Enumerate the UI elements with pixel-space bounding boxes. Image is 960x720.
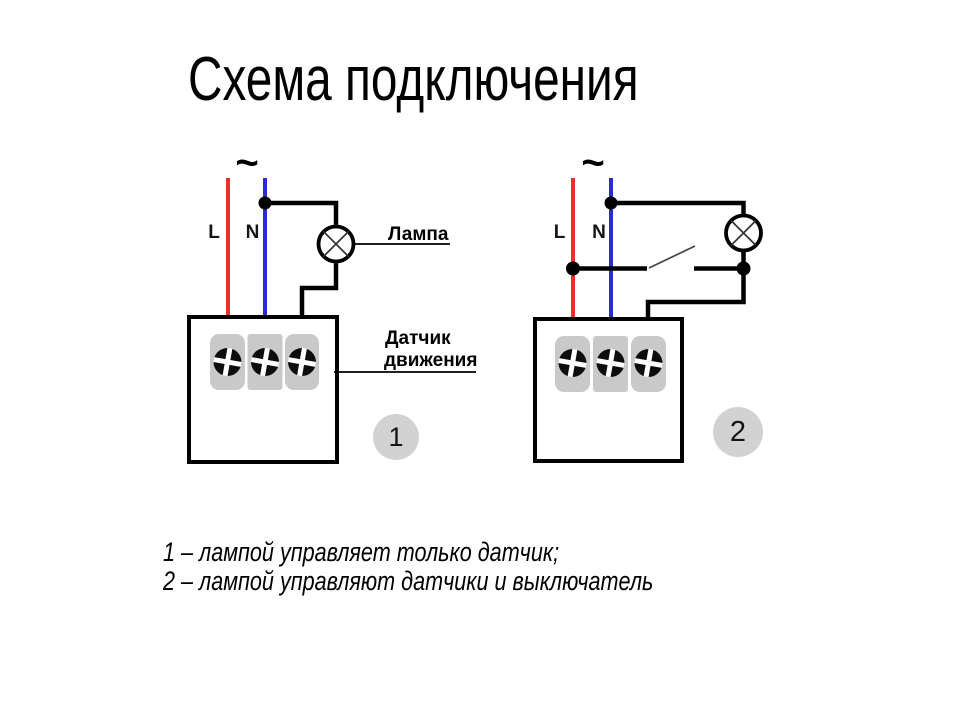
screw-terminal-icon — [558, 348, 587, 378]
wire-to-lamp — [611, 200, 746, 216]
live-label: L — [208, 222, 220, 243]
screw-terminal-icon — [634, 348, 663, 378]
badge-2-number: 2 — [730, 416, 746, 448]
diagram-sensor-only: ~ L N Лампа — [187, 141, 477, 464]
sensor-label-line1: Датчик — [385, 328, 451, 349]
screw-terminal-icon — [596, 348, 625, 378]
diagram-sensor-and-switch: ~ L N — [533, 141, 763, 463]
terminal-block — [555, 336, 666, 392]
badge-2: 2 — [713, 407, 763, 457]
lamp-label: Лампа — [388, 224, 449, 245]
ac-symbol: ~ — [581, 141, 604, 185]
lamp-icon — [724, 213, 763, 253]
screw-terminal-icon — [250, 347, 280, 377]
slide-title: Схема подключения — [188, 45, 639, 114]
legend: 1 – лампой управляет только датчик; 2 – … — [163, 538, 653, 596]
badge-1-number: 1 — [388, 422, 403, 452]
live-label: L — [554, 222, 566, 243]
screw-terminal-icon — [287, 347, 317, 377]
neutral-label: N — [592, 222, 606, 243]
badge-1: 1 — [373, 414, 419, 460]
ac-symbol: ~ — [235, 141, 258, 185]
screw-terminal-icon — [213, 347, 242, 377]
wire-to-lamp — [265, 200, 339, 227]
legend-line-2: 2 – лампой управляют датчики и выключате… — [163, 566, 654, 596]
lamp-icon — [316, 224, 356, 264]
legend-line-1: 1 – лампой управляет только датчик; — [163, 537, 560, 567]
neutral-label: N — [246, 222, 260, 243]
sensor-label-line2: движения — [384, 350, 477, 371]
switch-icon — [648, 245, 696, 269]
terminal-block — [210, 334, 319, 390]
